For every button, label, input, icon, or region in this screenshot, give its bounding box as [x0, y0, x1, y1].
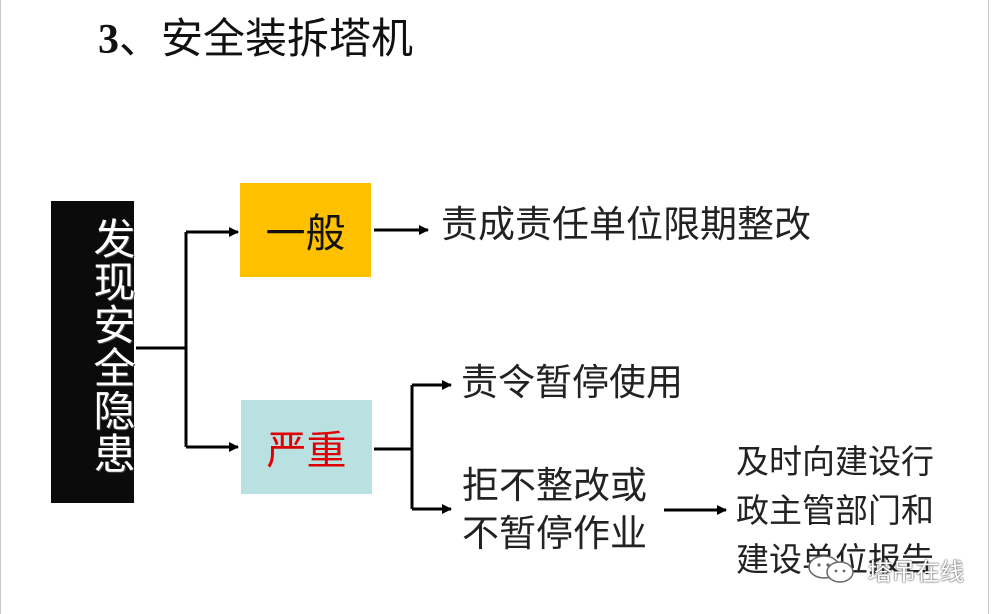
- suspend-action: 责令暂停使用: [461, 361, 683, 404]
- wechat-watermark: 塔吊在线: [804, 552, 964, 586]
- report-action-line: 政主管部门和: [736, 491, 934, 530]
- report-action-line: 及时向建设行: [736, 442, 934, 481]
- serious-level-label: 严重: [266, 428, 347, 474]
- hazard-found-box: 发现安全隐患: [51, 201, 136, 503]
- general-level-label: 一般: [265, 211, 346, 257]
- refuse-action: 拒不整改或 不暂停作业: [462, 462, 647, 558]
- slide-right-border: [988, 0, 989, 614]
- title-number: 3: [98, 17, 119, 63]
- wechat-icon: [808, 555, 854, 583]
- slide-left-border: [0, 0, 1, 614]
- title-text: 、安全装拆塔机: [119, 14, 414, 63]
- general-level-box: 一般: [240, 183, 371, 277]
- refuse-action-line: 不暂停作业: [462, 512, 647, 555]
- rectify-action: 责成责任单位限期整改: [441, 203, 811, 246]
- serious-level-box: 严重: [241, 400, 372, 494]
- slide-title: 3、安全装拆塔机: [98, 12, 413, 67]
- hazard-found-label: 发现安全隐患: [87, 217, 136, 475]
- refuse-action-line: 拒不整改或: [462, 464, 647, 507]
- watermark-text: 塔吊在线: [868, 557, 964, 586]
